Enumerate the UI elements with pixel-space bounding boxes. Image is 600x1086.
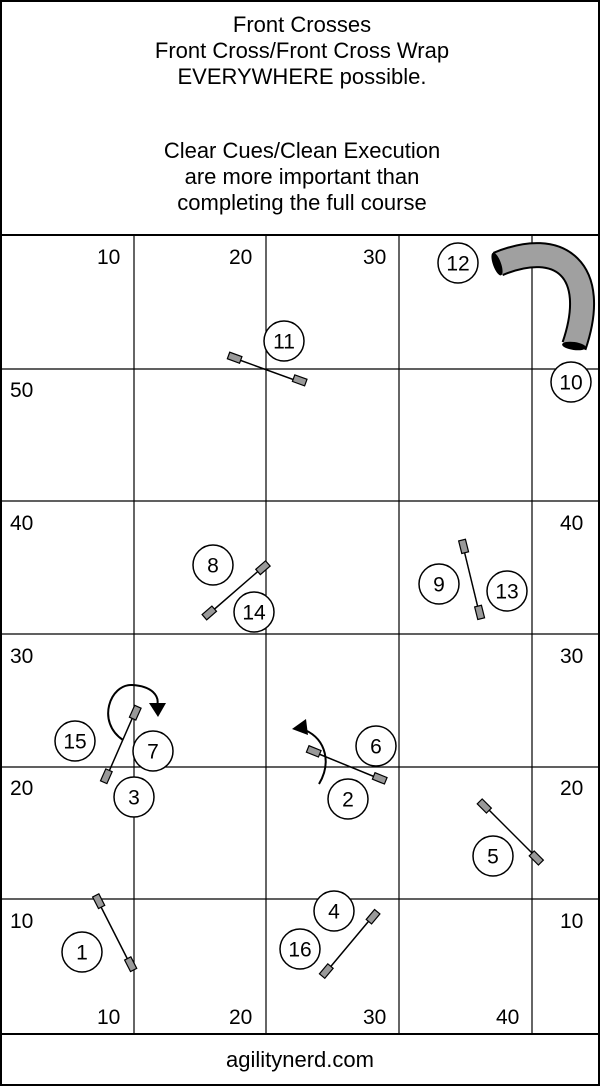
obstacle-number-14: 14 bbox=[242, 602, 266, 625]
obstacle-circle-16 bbox=[279, 928, 321, 970]
obstacle-circle-12 bbox=[437, 242, 479, 284]
obstacle-number-4: 4 bbox=[328, 901, 340, 924]
jump-8-14 bbox=[201, 559, 271, 621]
jump-1 bbox=[91, 893, 138, 973]
obstacle-circle-8 bbox=[192, 544, 234, 586]
grid-lines bbox=[0, 236, 600, 1033]
obstacle-number-3: 3 bbox=[128, 787, 140, 810]
obstacle-circle-2 bbox=[327, 778, 369, 820]
wrap-arrow-2-6-icon bbox=[292, 719, 327, 785]
obstacle-number-10: 10 bbox=[559, 372, 582, 395]
jump-9-13 bbox=[457, 538, 486, 621]
grid-label-bottom-40: 40 bbox=[496, 1006, 519, 1029]
header-line-5: Clear Cues/Clean Execution bbox=[163, 138, 441, 163]
obstacle-number-7: 7 bbox=[147, 741, 159, 764]
obstacle-number-12: 12 bbox=[446, 253, 469, 276]
grid-label-bottom-20: 20 bbox=[229, 1006, 252, 1029]
footer: agilitynerd.com bbox=[0, 1033, 600, 1086]
obstacle-number-6: 6 bbox=[370, 736, 382, 759]
grid-label-bottom-10: 10 bbox=[97, 1006, 120, 1029]
jump-4-16 bbox=[318, 908, 381, 980]
obstacle-circle-11 bbox=[263, 320, 305, 362]
grid-label-top-10: 10 bbox=[97, 246, 120, 269]
grid-label-top-20: 20 bbox=[229, 246, 252, 269]
obstacle-circle-4 bbox=[313, 890, 355, 932]
jump-11 bbox=[226, 351, 308, 387]
obstacle-number-13: 13 bbox=[495, 581, 518, 604]
obstacle-circle-9 bbox=[418, 563, 460, 605]
obstacle-number-15: 15 bbox=[63, 731, 86, 754]
course-notes-header: Front Crosses Front Cross/Front Cross Wr… bbox=[0, 0, 600, 236]
jump-3-7 bbox=[99, 704, 142, 785]
obstacle-circle-15 bbox=[54, 720, 96, 762]
grid-label-left-30: 30 bbox=[10, 645, 33, 668]
grid-label-left-20: 20 bbox=[10, 777, 33, 800]
header-line-1: Front Crosses bbox=[232, 12, 372, 37]
obstacle-number-16: 16 bbox=[288, 939, 311, 962]
header-line-6: are more important than bbox=[184, 164, 420, 189]
obstacle-number-8: 8 bbox=[207, 555, 219, 578]
obstacle-circle-10 bbox=[550, 361, 592, 403]
obstacle-circle-14 bbox=[233, 591, 275, 633]
header-line-7: completing the full course bbox=[177, 190, 427, 215]
grid-label-top-30: 30 bbox=[363, 246, 386, 269]
obstacle-circle-3 bbox=[113, 776, 155, 818]
obstacle-number-5: 5 bbox=[487, 846, 499, 869]
jump-5 bbox=[476, 798, 545, 866]
header-line-2: Front Cross/Front Cross Wrap bbox=[154, 38, 450, 63]
grid-label-right-20: 20 bbox=[560, 777, 583, 800]
obstacle-circle-7 bbox=[132, 730, 174, 772]
obstacle-number-11: 11 bbox=[273, 331, 295, 354]
obstacle-number-2: 2 bbox=[342, 789, 354, 812]
footer-site-link[interactable]: agilitynerd.com bbox=[226, 1047, 374, 1072]
grid-label-left-50: 50 bbox=[10, 379, 33, 402]
obstacle-number-1: 1 bbox=[76, 942, 88, 965]
obstacle-circle-13 bbox=[486, 570, 528, 612]
obstacle-number-9: 9 bbox=[433, 574, 445, 597]
grid-label-left-40: 40 bbox=[10, 512, 33, 535]
grid-label-right-30: 30 bbox=[560, 645, 583, 668]
tunnel-icon bbox=[491, 242, 596, 351]
grid-label-right-40: 40 bbox=[560, 512, 583, 535]
wrap-arrow-3-7-icon bbox=[107, 683, 166, 741]
grid-label-left-10: 10 bbox=[10, 910, 33, 933]
grid-label-right-10: 10 bbox=[560, 910, 583, 933]
obstacle-circle-5 bbox=[472, 835, 514, 877]
obstacle-circle-6 bbox=[355, 725, 397, 767]
header-line-3: EVERYWHERE possible. bbox=[177, 64, 427, 89]
grid-label-bottom-30: 30 bbox=[363, 1006, 386, 1029]
obstacle-circle-1 bbox=[61, 931, 103, 973]
